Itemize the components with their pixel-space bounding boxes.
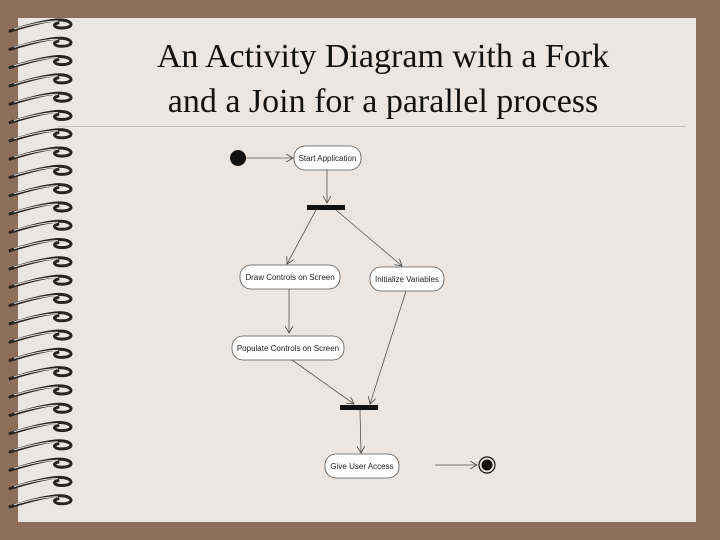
activity-label: Give User Access (330, 462, 393, 471)
activity-label: Initialize Variables (375, 275, 439, 284)
activity-start-application: Start Application (294, 146, 361, 170)
edge-fork-to-initialize-variables (336, 210, 402, 266)
fork-bar (307, 205, 345, 210)
join-bar (340, 405, 378, 410)
final-node (479, 457, 495, 473)
edge-populate-to-join (292, 360, 354, 404)
activity-populate-controls: Populate Controls on Screen (232, 336, 344, 360)
activity-give-user-access: Give User Access (325, 454, 399, 478)
activity-initialize-variables: Initialize Variables (370, 267, 444, 291)
activity-label: Start Application (299, 154, 357, 163)
edge-fork-to-draw-controls (287, 210, 316, 264)
activity-draw-controls: Draw Controls on Screen (240, 265, 340, 289)
edge-initialize-to-join (370, 291, 406, 404)
activity-label: Draw Controls on Screen (245, 273, 334, 282)
edges (246, 158, 477, 465)
activity-label: Populate Controls on Screen (237, 344, 339, 353)
initial-node (230, 150, 246, 166)
edge-join-to-give-access (360, 410, 361, 453)
